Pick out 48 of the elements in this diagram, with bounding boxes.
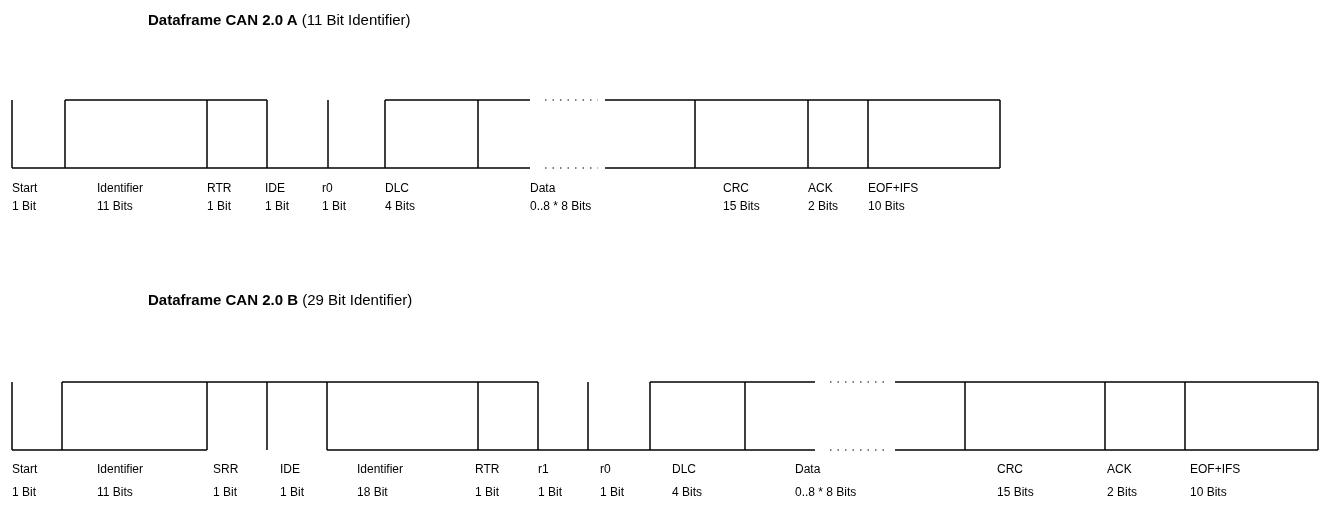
bit-count-label: 1 Bit: [213, 485, 237, 500]
field-name-label: Data: [795, 462, 821, 477]
field-name-label: RTR: [207, 181, 232, 196]
bit-count-label: 10 Bits: [1190, 485, 1227, 500]
field-name-label: DLC: [672, 462, 696, 477]
field-name-label: Identifier: [357, 462, 404, 477]
field-name-label: Start: [12, 181, 38, 196]
field-name-label: Data: [530, 181, 556, 196]
bit-count-label: 1 Bit: [265, 199, 289, 214]
bit-count-label: 4 Bits: [385, 199, 415, 214]
field-name-label: r0: [322, 181, 333, 196]
field-name-label: CRC: [723, 181, 749, 196]
bit-count-label: 0..8 * 8 Bits: [795, 485, 857, 500]
field-name-label: EOF+IFS: [1190, 462, 1241, 477]
bit-count-label: 1 Bit: [12, 485, 36, 500]
bit-count-label: 18 Bit: [357, 485, 388, 500]
field-name-label: IDE: [280, 462, 300, 477]
field-name-label: r0: [600, 462, 611, 477]
bit-count-label: 1 Bit: [280, 485, 304, 500]
field-name-label: DLC: [385, 181, 409, 196]
field-name-label: IDE: [265, 181, 285, 196]
frame-title: Dataframe CAN 2.0 A (11 Bit Identifier): [148, 10, 411, 29]
field-name-label: Identifier: [97, 462, 144, 477]
bit-count-label: 0..8 * 8 Bits: [530, 199, 592, 214]
field-name-label: SRR: [213, 462, 239, 477]
bit-count-label: 10 Bits: [868, 199, 905, 214]
bit-count-label: 11 Bits: [97, 199, 133, 214]
bit-count-label: 11 Bits: [97, 485, 133, 500]
bit-count-label: 15 Bits: [997, 485, 1034, 500]
bit-count-label: 1 Bit: [12, 199, 36, 214]
field-name-label: ACK: [808, 181, 833, 196]
field-name-label: RTR: [475, 462, 500, 477]
field-name-label: Identifier: [97, 181, 144, 196]
bit-count-label: 4 Bits: [672, 485, 702, 500]
field-name-label: EOF+IFS: [868, 181, 919, 196]
bit-count-label: 15 Bits: [723, 199, 760, 214]
bit-count-label: 1 Bit: [207, 199, 231, 214]
field-name-label: ACK: [1107, 462, 1132, 477]
bit-count-label: 2 Bits: [1107, 485, 1137, 500]
bit-count-label: 1 Bit: [475, 485, 499, 500]
field-name-label: r1: [538, 462, 549, 477]
field-name-label: Start: [12, 462, 38, 477]
bit-count-label: 1 Bit: [322, 199, 346, 214]
bit-count-label: 1 Bit: [538, 485, 562, 500]
bit-count-label: 2 Bits: [808, 199, 838, 214]
frame-title: Dataframe CAN 2.0 B (29 Bit Identifier): [148, 290, 413, 309]
field-name-label: CRC: [997, 462, 1023, 477]
bit-count-label: 1 Bit: [600, 485, 624, 500]
